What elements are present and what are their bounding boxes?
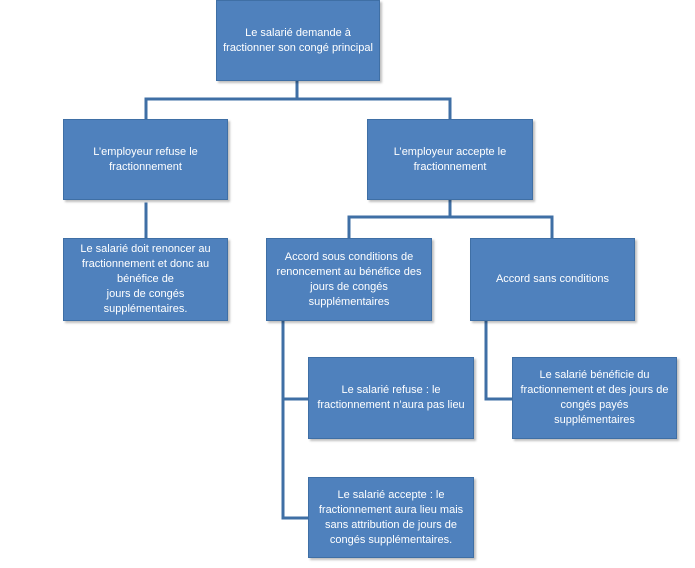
node-salarie-renonce-label: Le salarié doit renoncer au fractionneme… xyxy=(80,243,211,315)
node-salarie-refuse: Le salarié refuse : le fractionnement n’… xyxy=(308,357,474,439)
node-accord-sous-conditions-label: Accord sous conditions de renoncement au… xyxy=(276,250,422,308)
node-accord-sans-conditions-label: Accord sans conditions xyxy=(495,273,610,285)
node-salarie-accepte: Le salarié accepte : le fractionnement a… xyxy=(308,477,474,558)
node-root-label: Le salarié demande à fractionner son con… xyxy=(223,26,373,54)
node-salarie-renonce: Le salarié doit renoncer au fractionneme… xyxy=(63,238,228,321)
node-root: Le salarié demande à fractionner son con… xyxy=(216,0,380,81)
node-employeur-accepte-label: L’employeur accepte le fractionnement xyxy=(393,145,507,173)
node-salarie-refuse-label: Le salarié refuse : le fractionnement n’… xyxy=(317,384,465,411)
node-employeur-refuse-label: L’employeur refuse le fractionnement xyxy=(93,145,198,173)
node-accord-sans-conditions: Accord sans conditions xyxy=(470,238,635,321)
node-employeur-accepte: L’employeur accepte le fractionnement xyxy=(367,119,533,200)
node-accord-sous-conditions: Accord sous conditions de renoncement au… xyxy=(266,238,432,321)
node-salarie-beneficie: Le salarié bénéficie du fractionnement e… xyxy=(512,357,677,439)
node-employeur-refuse: L’employeur refuse le fractionnement xyxy=(63,119,228,200)
node-salarie-beneficie-label: Le salarié bénéficie du fractionnement e… xyxy=(520,369,669,426)
node-salarie-accepte-label: Le salarié accepte : le fractionnement a… xyxy=(318,488,464,546)
